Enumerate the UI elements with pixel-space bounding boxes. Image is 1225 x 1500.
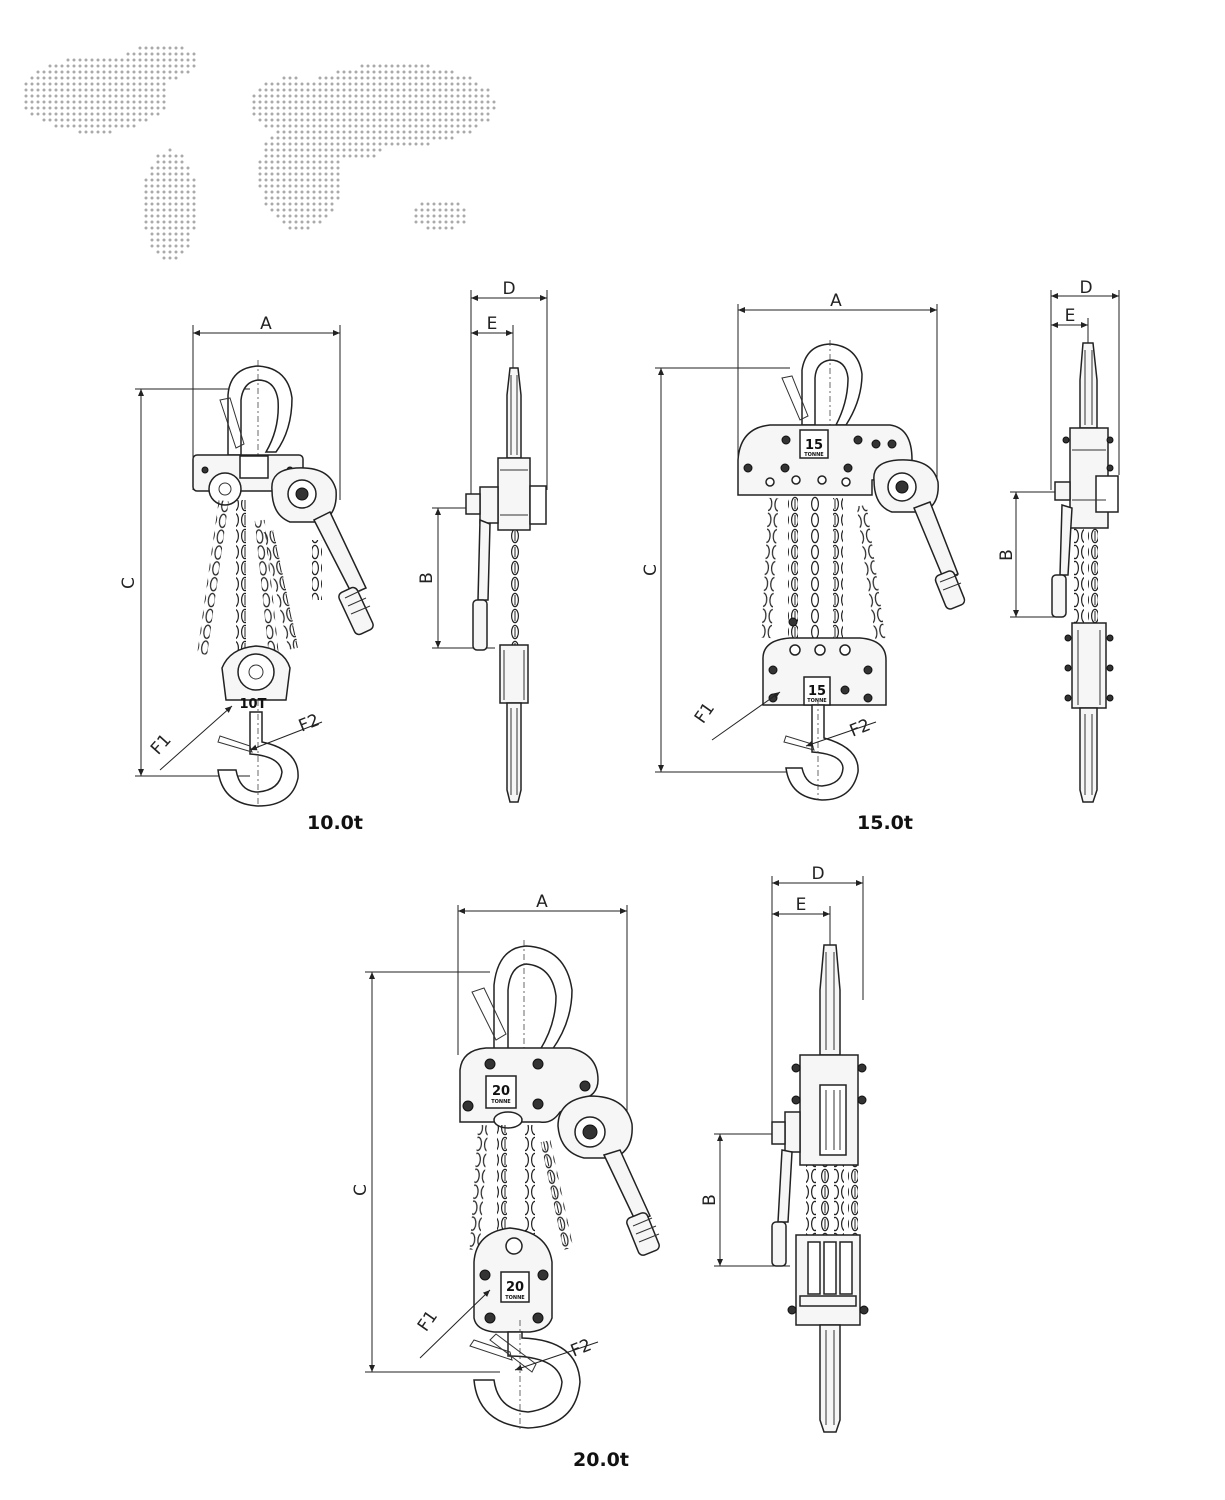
dim-a-label-20t: A (536, 892, 548, 912)
dim-f2-label-15t: F2 (847, 715, 874, 741)
dim-e-label-15t: E (1065, 306, 1076, 326)
dim-c-label-10t: C (119, 577, 139, 589)
plate-15t-bottom: 15 (808, 684, 826, 699)
side-view-20t: D E B (700, 864, 869, 1433)
dim-c-label-20t: C (351, 1184, 371, 1196)
dim-b-label-20t: B (700, 1194, 720, 1206)
plate-20t-bottom-sub: TONNE (505, 1295, 525, 1301)
plate-20t-bottom: 20 (506, 1280, 524, 1295)
front-view-15t: A C 15 TONNE (641, 291, 966, 834)
dim-d-label-15t: D (1079, 278, 1092, 298)
front-view-10t: A C 10T (119, 314, 374, 834)
side-view-15t: D E B (997, 278, 1120, 803)
dim-f2-label-10t: F2 (296, 710, 323, 736)
plate-10t: 10T (240, 697, 267, 712)
plate-20t-top-sub: TONNE (491, 1099, 511, 1105)
dim-b-label-15t: B (997, 549, 1017, 561)
plate-20t-top: 20 (492, 1084, 510, 1099)
dim-d-label-20t: D (811, 864, 824, 884)
caption-15t: 15.0t (857, 812, 913, 834)
dim-f1-label-10t: F1 (147, 730, 176, 759)
dim-f1-label-15t: F1 (691, 699, 719, 727)
world-map-dots-icon (24, 46, 496, 260)
plate-15t-top: 15 (805, 438, 823, 453)
dim-d-label-10t: D (502, 279, 515, 299)
caption-20t: 20.0t (573, 1449, 629, 1471)
dim-b-label-10t: B (417, 572, 437, 584)
dim-f1-label-20t: F1 (414, 1307, 442, 1335)
front-view-20t: A C 20 TONNE (351, 892, 660, 1471)
dim-e-label-20t: E (796, 895, 807, 915)
caption-10t: 10.0t (307, 812, 363, 834)
plate-15t-top-sub: TONNE (804, 452, 824, 458)
side-view-10t: D E B (417, 279, 548, 803)
dim-a-label-15t: A (830, 291, 842, 311)
dim-c-label-15t: C (641, 564, 661, 576)
dim-a-label-10t: A (260, 314, 272, 334)
plate-15t-bottom-sub: TONNE (807, 698, 827, 704)
dim-e-label-10t: E (487, 314, 498, 334)
